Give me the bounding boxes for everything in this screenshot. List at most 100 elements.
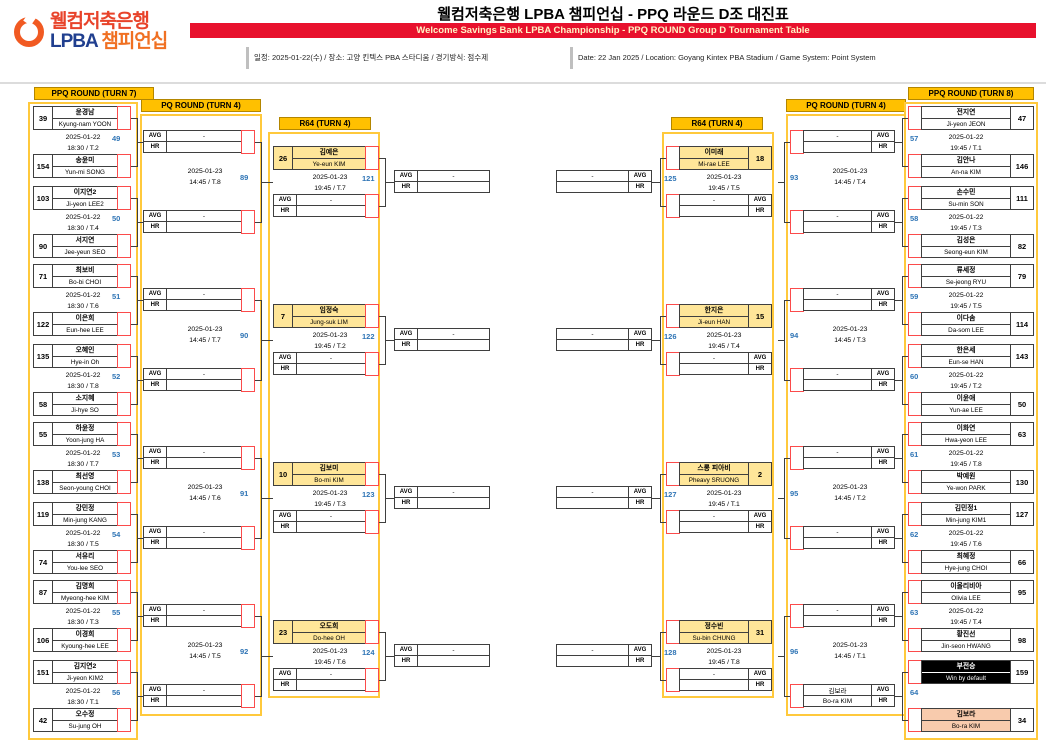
- match-date: 2025-01-23: [706, 490, 742, 497]
- logo-line2: LPBA 챔피언십: [50, 32, 168, 52]
- connector-line: [131, 562, 137, 563]
- match-date: 2025-01-22: [65, 450, 101, 457]
- connector-line: [660, 680, 666, 681]
- result-line: HR: [679, 521, 772, 533]
- connector-line: [784, 380, 790, 381]
- result-line: HR: [679, 679, 772, 691]
- player-name-ko: 한은세: [922, 345, 1010, 357]
- player-name-ko: 스롱 피아비: [680, 463, 748, 475]
- stat-value: [166, 221, 242, 233]
- connector-line: [385, 182, 394, 183]
- match-date: 2025-01-22: [65, 292, 101, 299]
- seed-number: 146: [1010, 154, 1034, 178]
- seed-number: 138: [33, 470, 53, 494]
- connector-line: [902, 672, 903, 721]
- score-box: [908, 660, 922, 684]
- connector-line: [131, 166, 137, 167]
- score-box: [117, 550, 131, 574]
- result-cells: AVG-HR: [143, 684, 242, 708]
- score-box: [241, 210, 255, 234]
- player-name-en: Ji-eun HAN: [680, 317, 748, 327]
- connector-line: [902, 118, 908, 119]
- match-time: 19:45 / T.4: [950, 619, 982, 626]
- result-cells: AVG-HR: [394, 170, 490, 194]
- stat-value: [166, 457, 242, 469]
- connector-line: [379, 364, 385, 365]
- connector-line: [652, 656, 660, 657]
- score-box: [908, 550, 922, 574]
- stat-label: HR: [748, 363, 772, 375]
- round-header: R64 (TURN 4): [671, 117, 763, 130]
- match-time: 19:45 / T.2: [314, 343, 346, 350]
- stat-value: [166, 615, 242, 627]
- connector-line: [895, 380, 902, 381]
- connector-line: [131, 482, 137, 483]
- stat-label: AVG: [748, 194, 772, 206]
- result-line: HR: [803, 221, 895, 233]
- match-number: 128: [664, 648, 677, 657]
- score-box: [365, 620, 379, 644]
- score-box: [666, 146, 680, 170]
- connector-line: [660, 206, 666, 207]
- connector-line: [137, 458, 143, 459]
- player-name: 김명희 Myeong-hee KIM: [52, 580, 118, 604]
- stat-value: [417, 339, 490, 351]
- player-name-en: Myeong-hee KIM: [61, 595, 109, 602]
- score-box: [117, 392, 131, 416]
- result-line: HR: [273, 363, 366, 375]
- score-box: [790, 526, 804, 550]
- player-name-en: Bo-ra KIM: [922, 721, 1010, 731]
- match-number: 54: [112, 530, 121, 539]
- seed-number: 26: [273, 146, 293, 170]
- connector-line: [261, 340, 273, 341]
- score-box: [241, 526, 255, 550]
- match-time: 18:30 / T.2: [67, 145, 99, 152]
- player-name-ko: 이은희: [53, 313, 117, 325]
- connector-line: [902, 562, 908, 563]
- match-date: 2025-01-23: [187, 484, 223, 491]
- score-box: [365, 304, 379, 328]
- score-box: [117, 628, 131, 652]
- connector-line: [131, 118, 137, 119]
- connector-line: [784, 142, 785, 223]
- stat-value: [296, 521, 366, 533]
- match-number: 63: [910, 608, 919, 617]
- connector-line: [379, 206, 385, 207]
- connector-line: [902, 404, 908, 405]
- match-date: 2025-01-23: [706, 174, 742, 181]
- match-date: 2025-01-23: [832, 168, 868, 175]
- stat-value: [556, 655, 629, 667]
- connector-line: [902, 434, 908, 435]
- stat-value: [296, 679, 366, 691]
- seed-number: 122: [33, 312, 53, 336]
- info-divider-bar: [246, 47, 249, 69]
- stat-value: [296, 205, 366, 217]
- player-name-en: Yun-mi SONG: [65, 169, 105, 176]
- connector-line: [261, 182, 273, 183]
- stat-value: Bo-ra KIM: [803, 695, 872, 707]
- stat-value: [417, 655, 490, 667]
- player-name-ko: 이올리비아: [922, 581, 1010, 593]
- player-name-ko: 서유리: [53, 551, 117, 563]
- match-time: 14:45 / T.8: [189, 179, 221, 186]
- match-number: 96: [790, 647, 799, 656]
- player-name-ko: 김명희: [53, 581, 117, 593]
